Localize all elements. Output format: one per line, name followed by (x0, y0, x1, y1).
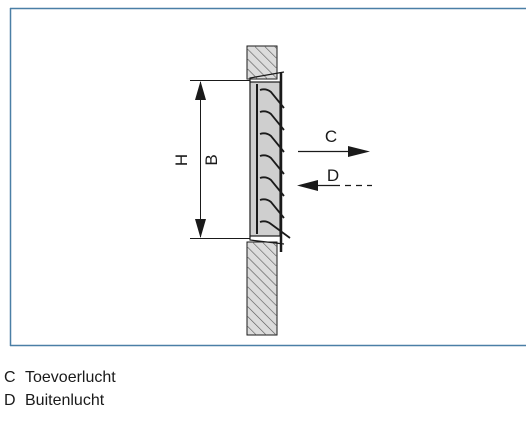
supply-air-arrowhead (348, 146, 370, 157)
louvre-blade (259, 110, 285, 131)
legend-text: Buitenlucht (25, 392, 105, 409)
wall-top-hatch (247, 46, 277, 79)
louvre-blade (259, 88, 285, 109)
outside-air-label: D (327, 166, 339, 185)
supply-air-label: C (325, 127, 337, 146)
legend: C Toevoerlucht D Buitenlucht (4, 366, 116, 412)
louvre-blade (259, 198, 285, 219)
dimension-arrowhead-bottom (195, 219, 206, 238)
height-label: H (172, 154, 191, 166)
louvre-blade (259, 154, 285, 175)
legend-key: C (4, 369, 16, 386)
grille-bottom-lip (249, 236, 285, 245)
legend-item-outside-air: D Buitenlucht (4, 389, 116, 412)
outside-air-arrowhead (297, 180, 318, 191)
legend-key: D (4, 392, 16, 409)
width-label: B (202, 154, 221, 165)
grille-body (249, 81, 281, 237)
louvre-blade (259, 176, 285, 197)
wall-bottom-hatch (247, 242, 277, 335)
louvre-blade (259, 220, 291, 239)
legend-text: Toevoerlucht (25, 369, 116, 386)
dimension-arrowhead-top (195, 81, 206, 100)
grille-inner-frame (256, 84, 258, 234)
legend-item-supply-air: C Toevoerlucht (4, 366, 116, 389)
louvre-blade (259, 132, 285, 153)
louvre-blades (259, 88, 291, 239)
